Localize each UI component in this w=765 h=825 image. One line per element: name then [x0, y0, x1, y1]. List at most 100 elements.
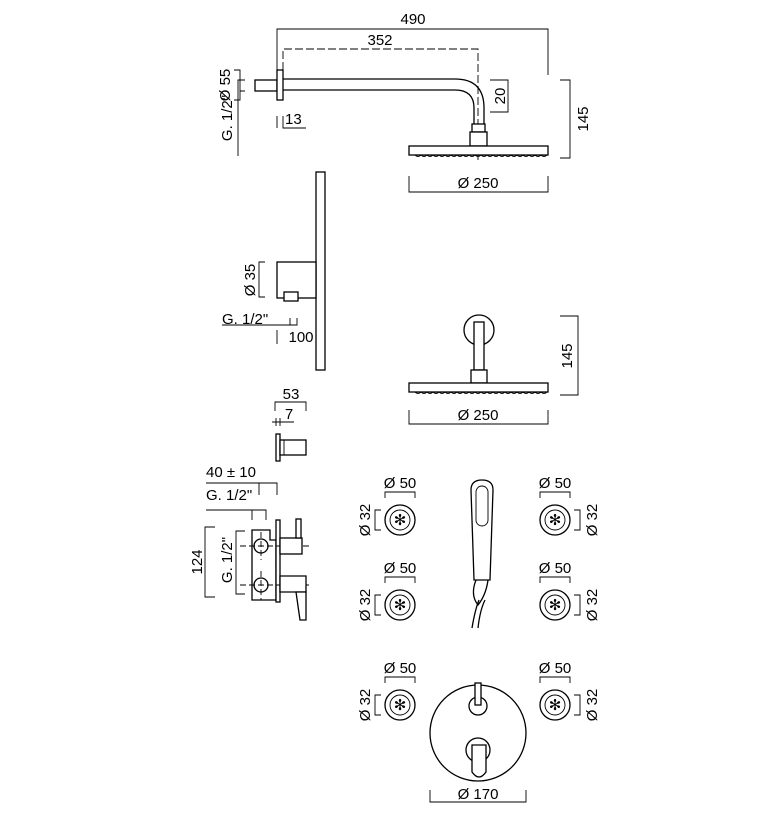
dim-50: Ø 50 — [384, 560, 417, 577]
diverter-lever — [295, 518, 302, 539]
spray-face — [475, 485, 489, 527]
jet-inner-ring — [544, 694, 566, 716]
dim-line-thread — [237, 79, 245, 156]
shower-arm-front-view: Ø 250 145 — [408, 314, 579, 425]
body-jet: ✻Ø 50Ø 32 — [539, 660, 601, 721]
body-jet: ✻ Ø 50 Ø 32 — [539, 475, 601, 536]
dim-line-490 — [276, 28, 549, 75]
centerlines — [240, 532, 310, 600]
dim-line-32 — [374, 694, 381, 716]
dim-32: Ø 32 — [584, 504, 601, 537]
dim-352: 352 — [367, 32, 392, 49]
dim-line-32 — [574, 594, 581, 616]
dim-32: Ø 32 — [357, 689, 374, 722]
dim-20: 20 — [492, 88, 509, 105]
body-jet: ✻Ø 50Ø 32 — [357, 660, 416, 721]
dim-line-250 — [408, 410, 549, 425]
dim-50: Ø 50 — [539, 560, 572, 577]
dim-line-250 — [408, 176, 549, 193]
swivel-joint — [470, 369, 488, 384]
dim-50: Ø 50 — [384, 660, 417, 677]
dim-line-352 — [282, 48, 479, 160]
body-jets: ✻Ø 50Ø 32✻Ø 50Ø 32✻Ø 50Ø 32✻Ø 50Ø 32✻Ø 5… — [357, 475, 601, 721]
mixer-plate-front: Ø 170 — [429, 682, 527, 803]
jet-outer-ring — [539, 589, 571, 621]
swivel-joint — [469, 131, 488, 147]
dim-145: 145 — [575, 106, 592, 131]
jet-outer-ring — [384, 504, 416, 536]
dim-line-thread-h — [206, 509, 267, 520]
hand-shower-handle — [470, 479, 494, 581]
dim-thread: G. 1/2" — [219, 95, 236, 141]
dim-line-100 — [276, 330, 326, 344]
dim-recess: 40 ± 10 — [206, 464, 256, 481]
connector — [471, 123, 486, 133]
jet-inner-ring — [389, 509, 411, 531]
diverter-lever — [474, 682, 482, 706]
jet-nozzle-icon: ✻ — [549, 597, 562, 614]
dim-35: Ø 35 — [242, 264, 259, 297]
diverter-cap — [279, 537, 303, 555]
shower-head — [408, 145, 549, 156]
body-jet: ✻Ø 50Ø 32 — [357, 475, 416, 536]
jet-nozzle-icon: ✻ — [549, 697, 562, 714]
wall-plate — [275, 519, 281, 603]
shower-head — [408, 382, 549, 393]
dim-line-7 — [272, 418, 294, 426]
nozzles — [414, 391, 548, 394]
hose-holder — [472, 579, 489, 607]
dim-line-13 — [276, 116, 306, 129]
mixer-handle — [295, 591, 307, 621]
dim-thread-v: G. 1/2" — [219, 537, 236, 583]
dim-line-thread — [222, 318, 298, 326]
jet-inner-ring — [544, 594, 566, 616]
dim-line-32 — [374, 509, 381, 531]
outlet — [283, 291, 299, 302]
dim-line-55 — [234, 69, 241, 101]
dim-line-35 — [258, 261, 265, 298]
dim-32: Ø 32 — [584, 689, 601, 722]
body-jet: ✻ Ø 50 Ø 32 — [357, 560, 416, 621]
hand-shower-bracket-view: Ø 35 G. 1/2" 100 — [222, 171, 326, 371]
dim-line-124 — [204, 526, 215, 598]
dim-line-50 — [384, 576, 416, 583]
jet-outer-ring — [539, 504, 571, 536]
dim-50: Ø 50 — [539, 475, 572, 492]
dim-100: 100 — [288, 329, 313, 346]
dim-32: Ø 32 — [584, 589, 601, 622]
hose — [471, 599, 486, 629]
mixer-cap — [279, 575, 307, 593]
wall-flange — [276, 69, 284, 101]
dim-490: 490 — [400, 11, 425, 28]
dim-53: 53 — [283, 386, 300, 403]
thread-stub — [254, 79, 278, 92]
mixer-handle — [471, 744, 487, 778]
dim-32: Ø 32 — [357, 589, 374, 622]
dim-line-50 — [384, 676, 416, 683]
dim-13: 13 — [285, 111, 302, 128]
dim-line-145 — [560, 79, 571, 159]
dim-line-thread-v — [235, 530, 245, 595]
jet-outer-ring — [384, 689, 416, 721]
jet-inner-ring — [389, 594, 411, 616]
dim-line-50 — [539, 576, 571, 583]
dim-line-145 — [560, 315, 579, 396]
arm-pipe — [473, 321, 485, 371]
jet-inner-ring — [389, 694, 411, 716]
jet-nozzle-icon: ✻ — [394, 597, 407, 614]
dim-line-32 — [374, 594, 381, 616]
jet-nozzle-icon: ✻ — [549, 512, 562, 529]
jet-outer-ring — [384, 589, 416, 621]
hand-shower — [470, 479, 494, 629]
jet-nozzle-icon: ✻ — [394, 512, 407, 529]
dim-55: Ø 55 — [217, 69, 234, 102]
jet-outer-ring — [539, 689, 571, 721]
body-jet: ✻ Ø 50 Ø 32 — [539, 560, 601, 621]
dim-line-50 — [384, 491, 416, 498]
dim-32: Ø 32 — [357, 504, 374, 537]
dim-250: Ø 250 — [458, 175, 499, 192]
dim-124: 124 — [189, 549, 206, 574]
slide-rail — [315, 171, 326, 371]
